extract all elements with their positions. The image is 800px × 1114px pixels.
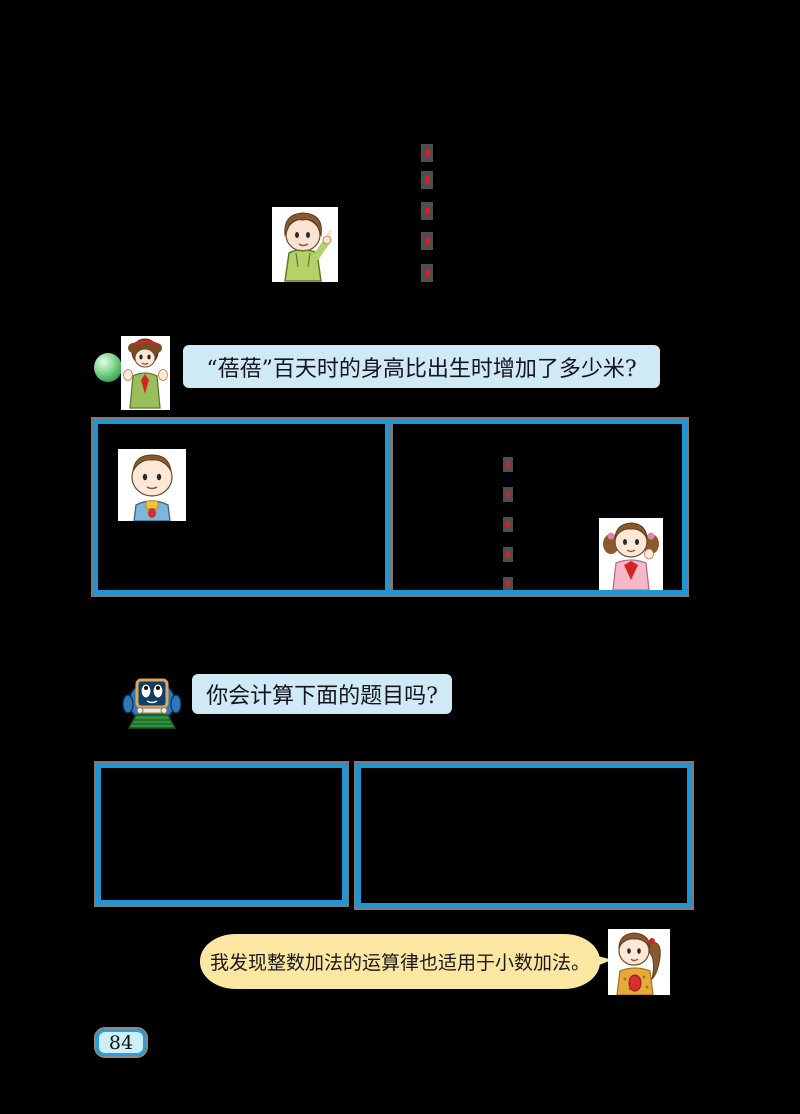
red-dot-icon [424,149,430,157]
page-number: 84 [108,1031,134,1054]
answer-box-divider [385,424,390,590]
red-dot-icon [506,551,510,558]
girl-red-scarf-character [599,518,663,590]
boy-pointing-icon [284,212,332,282]
answer-box-left [94,761,349,907]
decimal-point-marker [503,487,513,502]
girl-ponytail-icon [616,932,661,995]
decimal-point-marker [421,232,433,250]
question-1-text: “蓓蓓”百天时的身高比出生时增加了多少米? [206,356,637,382]
green-bead-icon [94,353,122,382]
decimal-point-marker [503,577,513,590]
red-dot-icon [506,461,510,468]
decimal-point-marker [421,202,433,220]
baby-character [118,449,186,521]
boy-pointing-character [272,207,338,282]
decimal-point-marker [503,457,513,472]
red-dot-icon [506,580,510,587]
decimal-point-marker [503,517,513,532]
baby-icon [131,454,173,521]
girl-ponytail-character [608,929,670,995]
red-dot-icon [424,237,430,245]
answer-box-right [354,761,694,910]
decimal-point-marker [421,144,433,162]
speech-bubble: 我发现整数加法的运算律也适用于小数加法。 [200,934,600,989]
red-dot-icon [506,491,510,498]
teacher-character [121,336,170,410]
decimal-point-marker [421,171,433,189]
red-dot-icon [424,269,430,277]
answer-box-large [91,417,689,597]
decimal-point-marker [503,547,513,562]
red-dot-icon [424,207,430,215]
red-dot-icon [506,521,510,528]
red-dot-icon [424,176,430,184]
question-1-strip: “蓓蓓”百天时的身高比出生时增加了多少米? [183,345,660,388]
girl-red-scarf-icon [603,522,659,590]
decimal-point-marker [421,264,433,282]
page-number-badge: 84 [94,1027,148,1058]
teacher-icon [123,338,168,409]
question-2-strip: 你会计算下面的题目吗? [192,674,452,714]
question-2-text: 你会计算下面的题目吗? [206,684,438,709]
speech-bubble-text: 我发现整数加法的运算律也适用于小数加法。 [209,952,590,974]
computer-mascot-icon [122,678,182,729]
computer-mascot-character [120,670,184,730]
